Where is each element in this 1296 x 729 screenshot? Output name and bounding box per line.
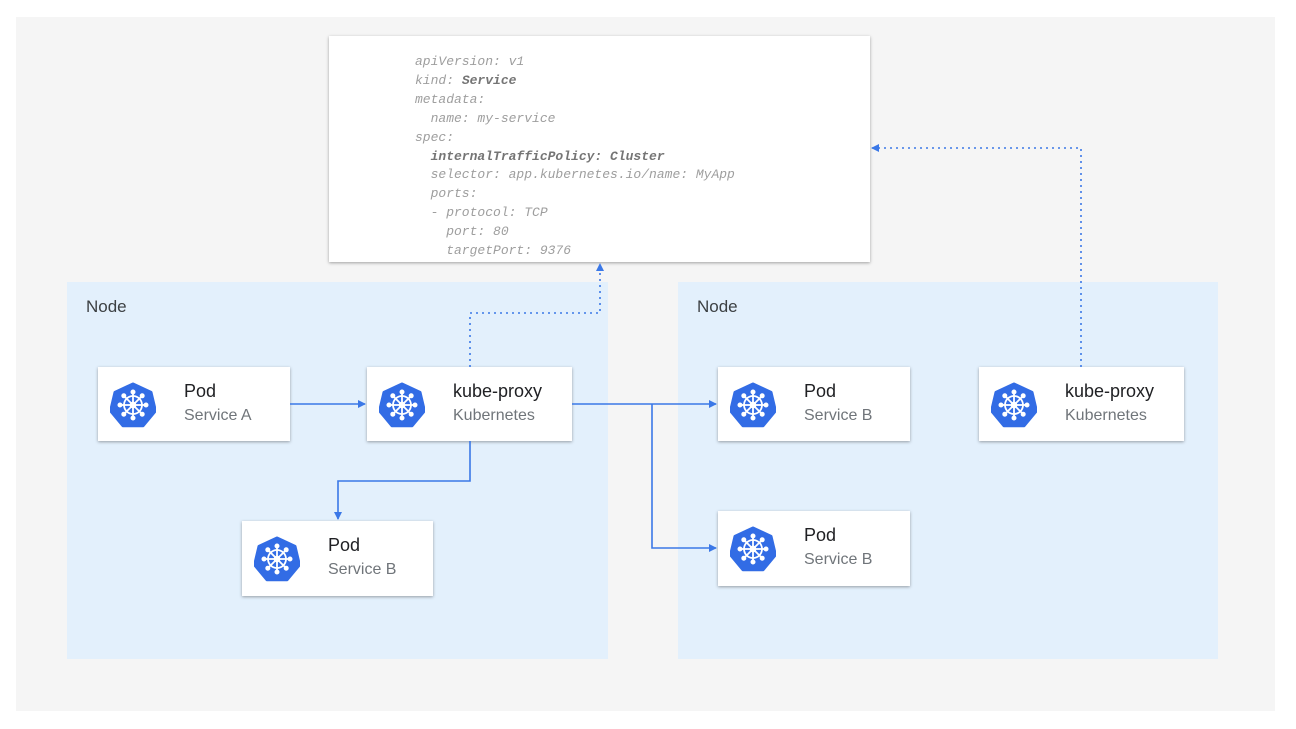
card-title: Pod [804,525,837,545]
card-subtitle: Service B [804,551,873,568]
arrow-proxy-to-right-pod-bottom [651,404,717,552]
yaml-line: kind: Service [415,72,517,88]
yaml-line: name: my-service [415,110,556,126]
kubernetes-icon [378,382,426,428]
arrow-proxy-to-left-pod-b [334,441,471,520]
card-title: Pod [184,381,217,401]
yaml-line: spec: [415,129,455,145]
card-title: Pod [328,535,361,555]
kubernetes-icon [253,536,301,582]
yaml-line: ports: [415,186,478,202]
kubernetes-icon [109,382,157,428]
card-subtitle: Service B [328,561,397,578]
kubernetes-icon [990,382,1038,428]
node-right: Node [678,282,1218,659]
service-yaml: apiVersion: v1 kind: Service metadata: nam… [329,36,870,262]
card-subtitle: Kubernetes [453,407,535,424]
kubernetes-icon [729,526,777,572]
yaml-line: - protocol: TCP [415,205,548,221]
node-left: Node [67,282,608,659]
card-title: kube-proxy [453,381,543,401]
kubernetes-icon [729,382,777,428]
node-label: Node [697,297,738,316]
dotted-proxy-to-service [469,263,604,367]
yaml-line: apiVersion: v1 [415,54,525,69]
card-title: kube-proxy [1065,381,1155,401]
card-subtitle: Service B [804,407,873,424]
yaml-line: metadata: [415,91,486,107]
dotted-right-proxy-to-service [871,144,1082,367]
card-subtitle: Service A [184,407,252,424]
yaml-code: apiVersion: v1 kind: Service metadata: nam… [415,53,735,261]
yaml-line: targetPort: 9376 [415,243,572,259]
yaml-line: port: 80 [415,224,509,240]
card-title: Pod [804,381,837,401]
card-subtitle: Kubernetes [1065,407,1147,424]
node-label: Node [86,297,127,316]
yaml-line: internalTrafficPolicy: Cluster [415,148,665,164]
yaml-line: selector: app.kubernetes.io/name: MyApp [415,167,735,183]
